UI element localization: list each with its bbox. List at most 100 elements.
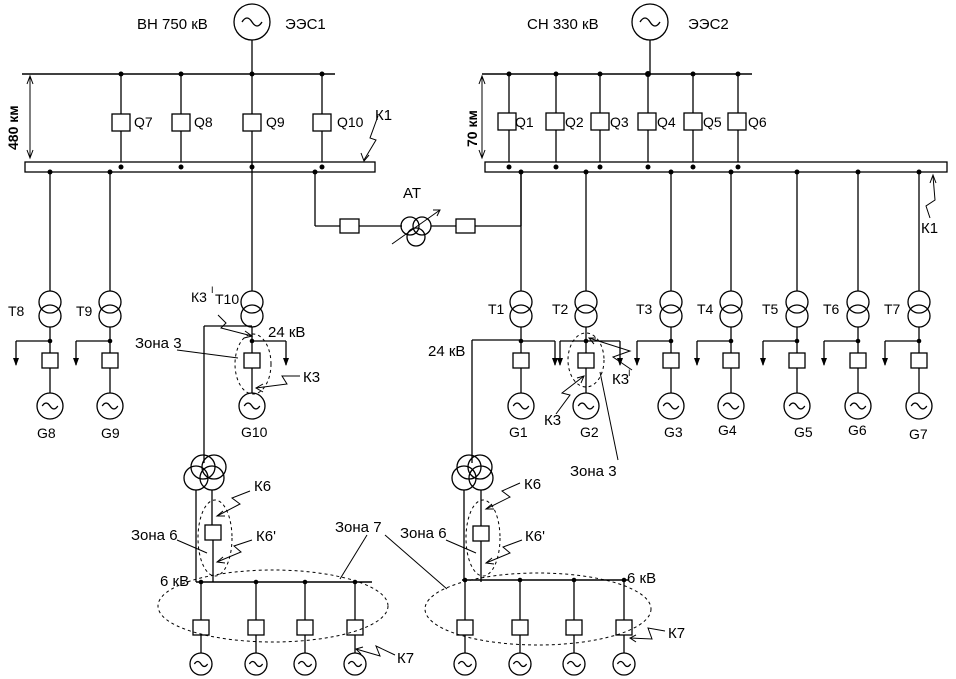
zone6-right-label: Зона 6 (400, 525, 447, 542)
hv-voltage-label: ВН 750 кВ (137, 16, 208, 33)
fault-k6-right-label: К6 (524, 476, 541, 493)
switch-g4 (722, 352, 740, 369)
motor-feeder-left-3 (293, 579, 317, 676)
fault-k1-left-label: К1 (375, 107, 392, 124)
generator-g1 (507, 392, 535, 420)
fault-k7-left-arrow (355, 645, 396, 657)
switch-q2 (545, 112, 565, 131)
fault-k3-left-label: К3 (303, 369, 320, 386)
label-g3: G3 (664, 424, 683, 440)
motor-feeder-left-4 (343, 579, 367, 676)
fault-k3-left-arrow (254, 375, 300, 393)
label-q5: Q5 (703, 114, 722, 130)
line-length-right: 70 км (464, 110, 480, 147)
label-q4: Q4 (657, 114, 676, 130)
gen-voltage-left: 24 кВ (268, 324, 305, 341)
fault-k3-prime-left-mark: I (211, 285, 214, 295)
system-source-ees2 (631, 3, 669, 74)
transformer-g4 (719, 290, 743, 314)
zone7-right-ellipse (424, 572, 652, 646)
unit-g3 (634, 172, 685, 420)
zone6-left-label: Зона 6 (131, 527, 178, 544)
ees2-label: ЭЭС2 (688, 16, 729, 33)
aux-voltage-left: 6 кВ (160, 573, 189, 590)
label-q7: Q7 (134, 114, 153, 130)
fault-k3-prime-right-arrow (587, 337, 633, 371)
switch-g8 (41, 352, 59, 369)
system-source-ees1 (233, 3, 271, 74)
zone3-left-label: Зона 3 (135, 335, 182, 352)
label-q1: Q1 (515, 114, 534, 130)
mv-switches (497, 74, 747, 162)
unit-g7 (882, 172, 933, 420)
line-length-left: 480 км (5, 105, 21, 150)
motor-feeder-left-1 (189, 579, 213, 676)
label-t5: T5 (762, 301, 779, 317)
label-g9: G9 (101, 425, 120, 441)
label-t4: T4 (697, 301, 714, 317)
switch-g5 (788, 352, 806, 369)
switch-q5 (683, 112, 703, 131)
label-q3: Q3 (610, 114, 629, 130)
switch-g1 (512, 352, 530, 369)
generator-g7 (905, 392, 933, 420)
zone6-right-ellipse (465, 499, 501, 577)
motor-feeder-right-1 (453, 577, 477, 676)
motor-switch (296, 619, 314, 636)
switch-g7 (910, 352, 928, 369)
motor-feeder-left-2 (244, 579, 268, 676)
switch-q1 (497, 112, 517, 131)
label-t8: T8 (8, 303, 25, 319)
zone3-left-ellipse (234, 333, 272, 395)
zone7-leader-right (384, 534, 448, 590)
label-g2: G2 (580, 424, 599, 440)
fault-k6-left-arrow (215, 490, 251, 517)
fault-k6-right-arrow (484, 482, 521, 510)
label-g7: G7 (909, 426, 928, 442)
transformer-g9 (98, 290, 122, 314)
label-q10: Q10 (337, 114, 364, 130)
switch-g3 (662, 352, 680, 369)
transformer-g8 (38, 290, 62, 314)
zone3-left-leader (176, 349, 239, 359)
fault-k6-prime-left-label: К6' (256, 528, 276, 545)
switch-q10 (312, 113, 332, 132)
switch-q7 (111, 113, 131, 132)
zone7-leader-left (339, 534, 368, 580)
switch-q6 (727, 112, 747, 131)
unit-g6 (821, 172, 872, 420)
aux-6kv-sections (189, 577, 636, 676)
label-t7: T7 (884, 301, 901, 317)
motor-icon (508, 652, 532, 676)
zone6-left-ellipse (197, 499, 233, 577)
switch-g6 (849, 352, 867, 369)
label-t9: T9 (76, 303, 93, 319)
motor-icon (612, 652, 636, 676)
generator-g4 (717, 392, 745, 420)
hv-switches (111, 74, 332, 162)
hv-upper-bus (22, 71, 335, 77)
label-t10: T10 (215, 291, 239, 307)
line-length-dimension-left (26, 74, 34, 160)
fault-k7-left-label: К7 (397, 650, 414, 667)
label-t2: T2 (552, 301, 569, 317)
zone7-label: Зона 7 (335, 519, 382, 536)
aux-transformer-right (451, 339, 521, 582)
aux-section-right (453, 577, 636, 676)
hv-lower-bus (24, 161, 376, 175)
generator-g2 (572, 392, 600, 420)
fault-k6-prime-right-label: К6' (525, 528, 545, 545)
motor-icon (244, 652, 268, 676)
label-t1: T1 (488, 301, 505, 317)
unit-g8 (13, 172, 64, 420)
transformer-g10 (240, 290, 264, 314)
fault-k1-right-arrow (925, 173, 937, 219)
label-g5: G5 (794, 424, 813, 440)
gen-voltage-right: 24 кВ (428, 343, 465, 360)
label-q2: Q2 (565, 114, 584, 130)
unit-g1 (507, 172, 558, 420)
zone3-right-leader (599, 371, 619, 461)
switch-q9 (242, 113, 262, 132)
line-length-dimension-right (478, 74, 486, 160)
generator-g3 (657, 392, 685, 420)
